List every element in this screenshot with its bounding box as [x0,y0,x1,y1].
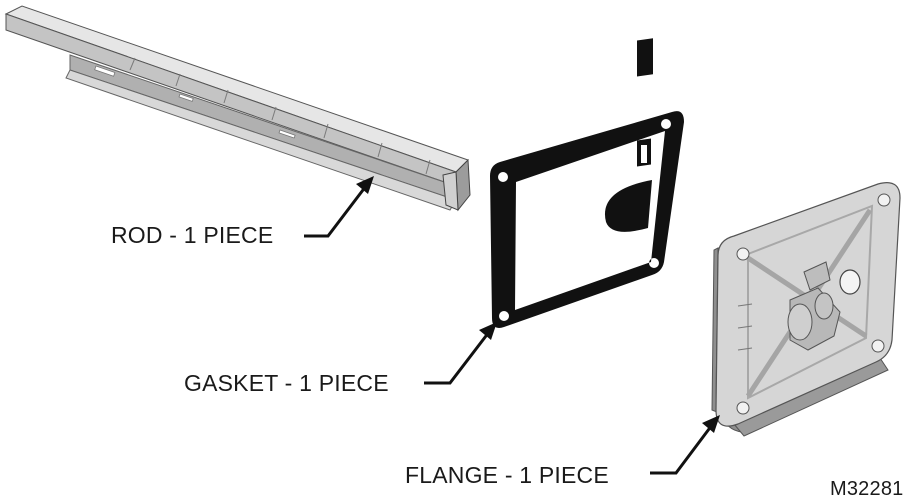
rod-label: ROD - 1 PIECE [111,222,274,248]
gasket-leader-arrow [424,322,497,385]
gasket-part [490,38,684,328]
rod-part [4,5,471,212]
figure-id: M32281 [830,478,904,500]
flange-part [711,182,901,437]
flange-label: FLANGE - 1 PIECE [405,462,609,488]
rod-leader-arrow [304,176,374,238]
gasket-label: GASKET - 1 PIECE [184,370,389,396]
flange-leader-arrow [650,415,720,475]
